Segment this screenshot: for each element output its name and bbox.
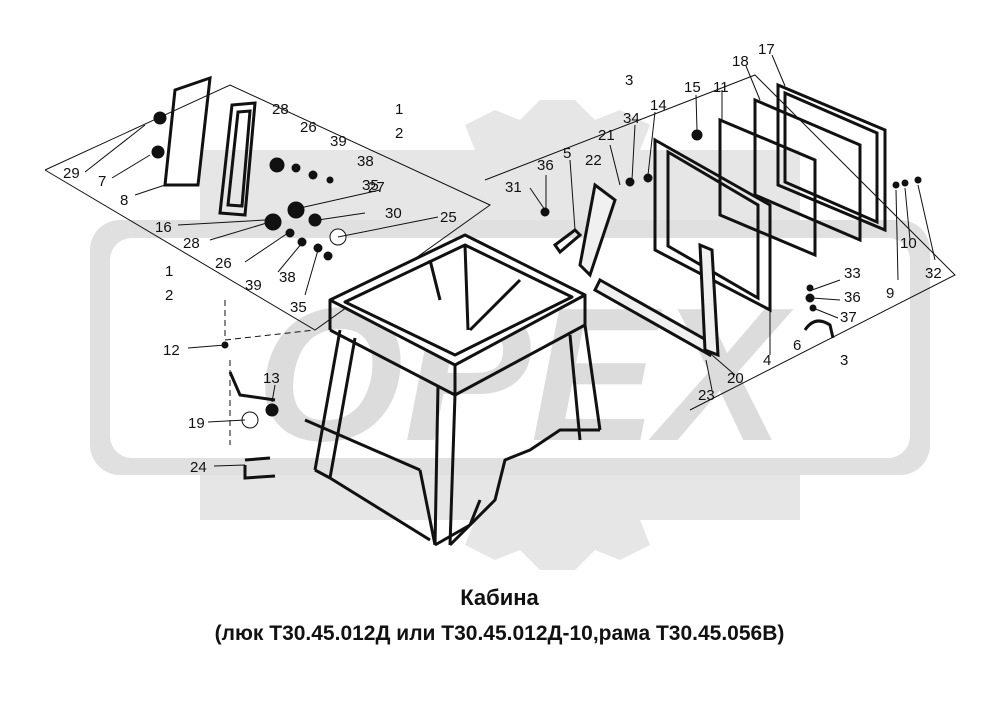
callout-2: 2 bbox=[395, 125, 403, 142]
callout-3: 3 bbox=[840, 352, 848, 369]
callout-23: 23 bbox=[698, 387, 715, 404]
callout-18: 18 bbox=[732, 53, 749, 70]
cabin-frame bbox=[304, 233, 602, 547]
callout-13: 13 bbox=[263, 370, 280, 387]
callout-labels: 1 2 1 2 3 3 4 5 6 7 8 9 10 11 12 13 14 1… bbox=[63, 41, 942, 476]
callout-6: 6 bbox=[793, 337, 801, 354]
callout-10: 10 bbox=[900, 235, 917, 252]
callout-30: 30 bbox=[385, 205, 402, 222]
callout-36: 36 bbox=[844, 289, 861, 306]
callout-9: 9 bbox=[886, 285, 894, 302]
callout-11: 11 bbox=[713, 79, 729, 96]
callout-33: 33 bbox=[844, 265, 861, 282]
callout-39: 39 bbox=[245, 277, 262, 294]
callout-28: 28 bbox=[272, 101, 289, 118]
callout-35: 35 bbox=[290, 299, 307, 316]
callout-39: 39 bbox=[330, 133, 347, 150]
handle-parts bbox=[228, 228, 835, 480]
callout-8: 8 bbox=[120, 192, 128, 209]
diagram-title: Кабина bbox=[460, 585, 539, 610]
callout-22: 22 bbox=[585, 152, 602, 169]
callout-7: 7 bbox=[98, 173, 106, 190]
callout-20: 20 bbox=[727, 370, 744, 387]
callout-16: 16 bbox=[155, 219, 172, 236]
callout-38: 38 bbox=[279, 269, 296, 286]
callout-28: 28 bbox=[183, 235, 200, 252]
callout-38: 38 bbox=[357, 153, 374, 170]
callout-37: 37 bbox=[840, 309, 857, 326]
group-outline-1-2 bbox=[44, 84, 491, 331]
callout-15: 15 bbox=[684, 79, 701, 96]
callout-32: 32 bbox=[925, 265, 942, 282]
door-frame-assembly bbox=[578, 137, 772, 358]
callout-1: 1 bbox=[165, 263, 173, 280]
callout-17: 17 bbox=[758, 41, 775, 58]
callout-29: 29 bbox=[63, 165, 80, 182]
callout-14: 14 bbox=[650, 97, 667, 114]
callout-3: 3 bbox=[625, 72, 633, 89]
window-set bbox=[718, 82, 887, 258]
callout-26: 26 bbox=[215, 255, 232, 272]
callout-12: 12 bbox=[163, 342, 180, 359]
callout-19: 19 bbox=[188, 415, 205, 432]
diagram-subtitle: (люк Т30.45.012Д или Т30.45.012Д-10,рама… bbox=[214, 622, 785, 645]
callout-27: 27 bbox=[368, 179, 385, 196]
callout-21: 21 bbox=[598, 127, 615, 144]
hatch-parts bbox=[163, 75, 257, 217]
callout-26: 26 bbox=[300, 119, 317, 136]
leader-lines bbox=[84, 54, 936, 467]
callout-31: 31 bbox=[505, 179, 522, 196]
callout-4: 4 bbox=[763, 352, 771, 369]
callout-25: 25 bbox=[440, 209, 457, 226]
callout-35: 35 bbox=[362, 177, 379, 194]
callout-36: 36 bbox=[537, 157, 554, 174]
callout-34: 34 bbox=[623, 110, 640, 127]
group-outline-3 bbox=[484, 74, 956, 411]
callout-1: 1 bbox=[395, 101, 403, 118]
callout-2: 2 bbox=[165, 287, 173, 304]
callout-5: 5 bbox=[563, 145, 571, 162]
callout-24: 24 bbox=[190, 459, 207, 476]
